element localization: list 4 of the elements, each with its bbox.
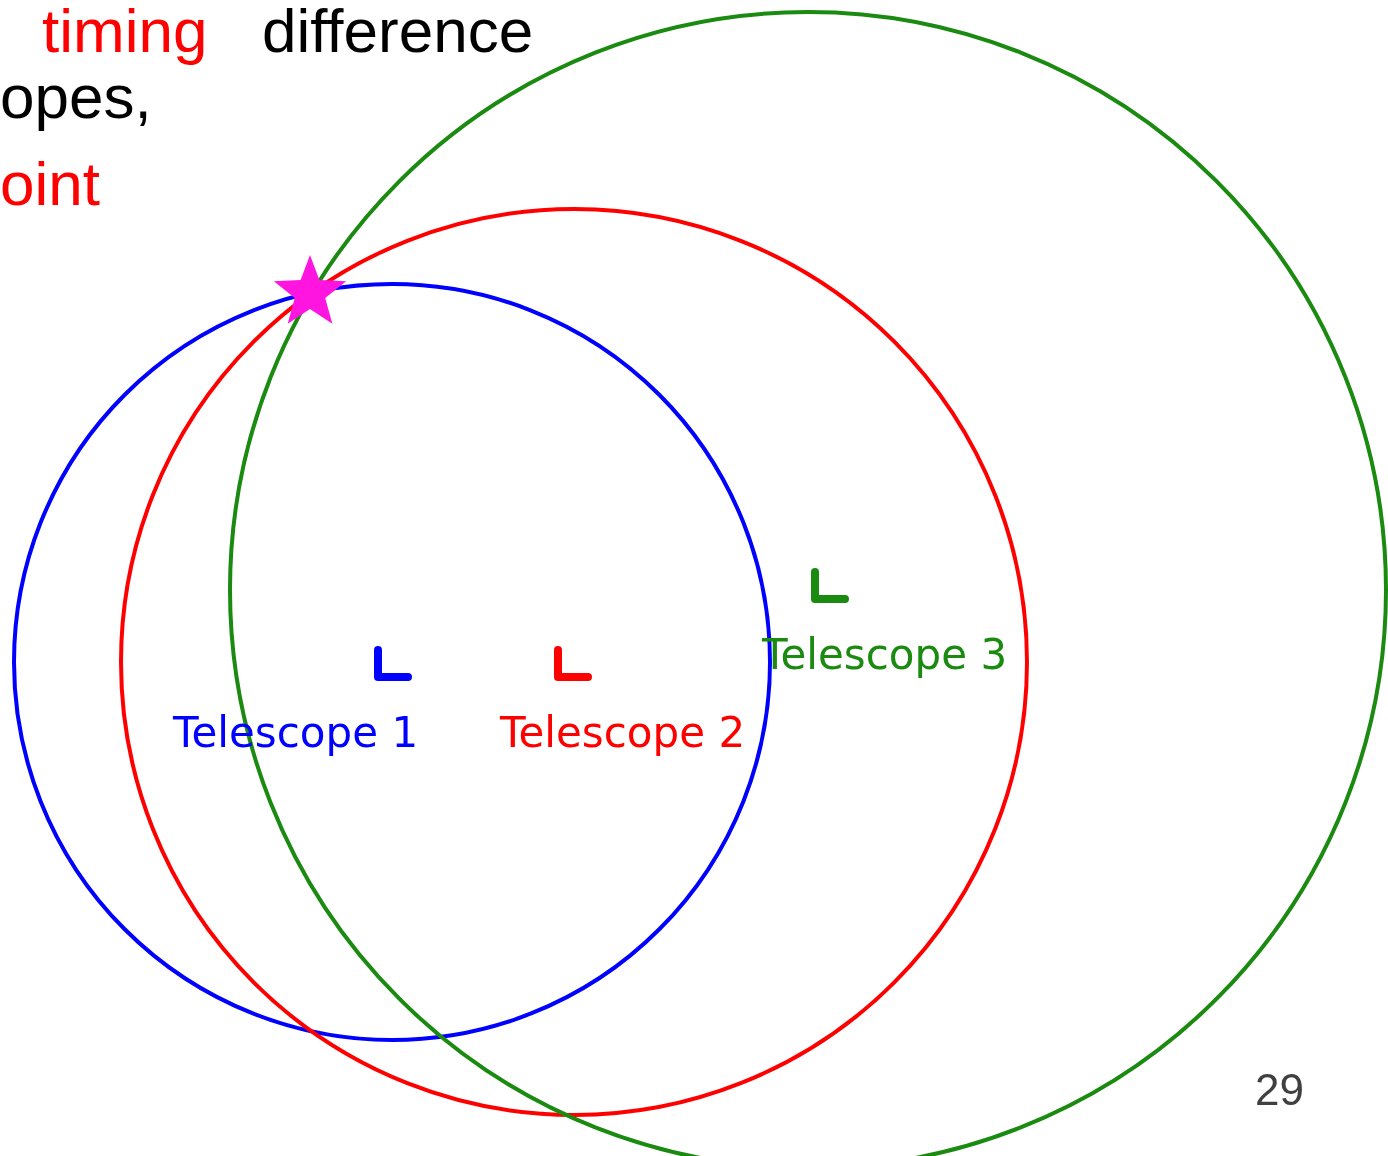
body-text: oint: [0, 153, 100, 215]
page-number: 29: [1255, 1068, 1304, 1112]
telescope-label: Telescope 2: [500, 712, 746, 754]
body-text: difference: [262, 0, 534, 62]
